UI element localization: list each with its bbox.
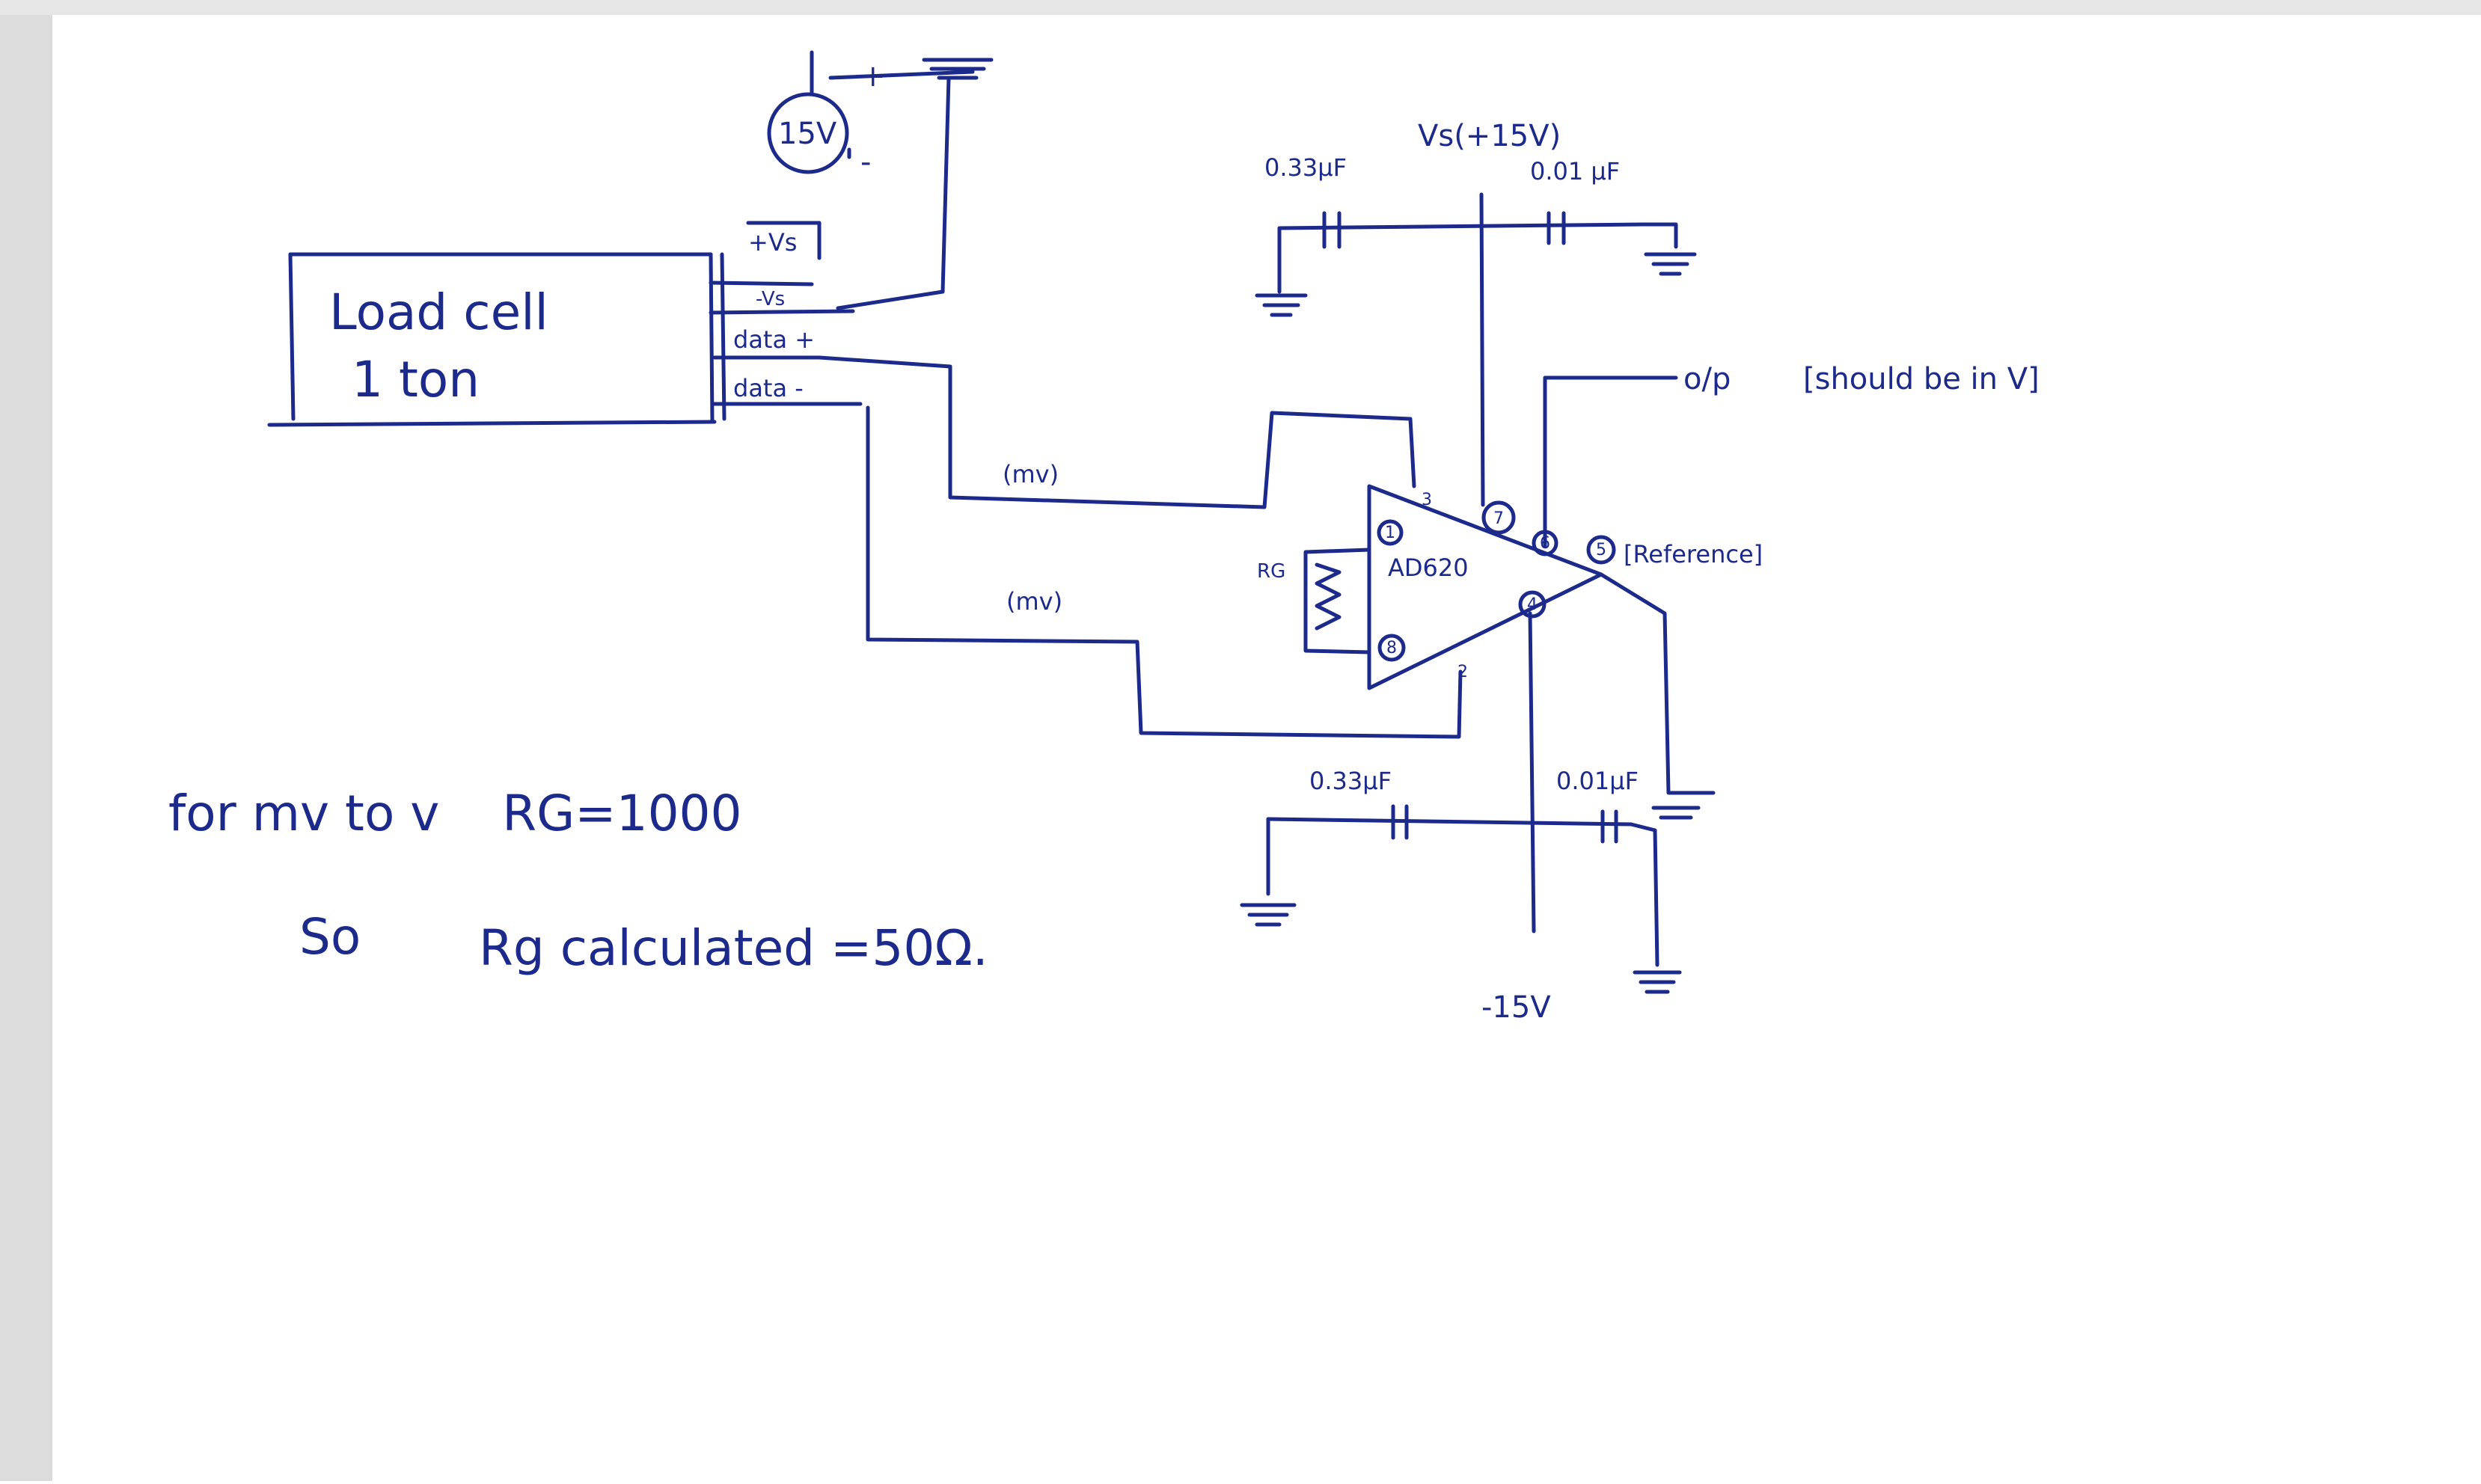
pin-label-data-neg: data - bbox=[733, 374, 804, 402]
battery-label: 15V bbox=[778, 117, 837, 151]
paper-top-shadow bbox=[0, 0, 2481, 15]
ground-icon-top-right bbox=[1644, 252, 1697, 276]
cap-label-bottom-right: 0.01µF bbox=[1556, 767, 1639, 795]
pin-circle-4 bbox=[1518, 590, 1547, 619]
cap-label-top-left: 0.33µF bbox=[1264, 153, 1347, 182]
rg-label: RG bbox=[1257, 560, 1285, 583]
cap-label-bottom-left: 0.33µF bbox=[1309, 767, 1392, 795]
battery-minus-label: - bbox=[860, 145, 871, 180]
load-cell-subtitle: 1 ton bbox=[352, 351, 480, 408]
pin-label-2: 2 bbox=[1457, 663, 1468, 681]
rg-resistor bbox=[1303, 548, 1371, 654]
ground-icon-ref bbox=[1651, 806, 1701, 820]
signal-label-lower: (mv) bbox=[1006, 587, 1062, 616]
vs-neg-supply-wire bbox=[1528, 611, 1536, 933]
capacitor-icon-top-right bbox=[1547, 211, 1566, 245]
capacitor-icon-bottom-right bbox=[1600, 809, 1618, 844]
cap-label-top-right: 0.01 µF bbox=[1530, 157, 1620, 186]
top-right-cap-drop bbox=[1640, 222, 1678, 249]
bottom-supply-rail bbox=[1266, 817, 1633, 827]
pin-label-6: 6 bbox=[1540, 534, 1550, 553]
pin-label-3: 3 bbox=[1422, 491, 1432, 509]
vs-neg-line bbox=[709, 280, 814, 286]
amp-name: AD620 bbox=[1388, 554, 1469, 582]
signal-wire-plus bbox=[817, 355, 1416, 509]
pin-label-7: 7 bbox=[1493, 509, 1504, 528]
signal-label-upper: (mv) bbox=[1003, 460, 1059, 488]
load-cell-title: Load cell bbox=[329, 283, 548, 341]
battery-minus-wire bbox=[836, 76, 951, 310]
pin-circle-1 bbox=[1377, 519, 1404, 546]
capacitor-icon-bottom-left bbox=[1391, 804, 1409, 840]
pin-label-vs-pos: +Vs bbox=[748, 228, 797, 257]
pin-label-vs-neg: -Vs bbox=[756, 288, 785, 310]
ad620-amplifier bbox=[1367, 484, 1603, 690]
pin-label-8: 8 bbox=[1386, 639, 1397, 657]
vs-pos-wire bbox=[1479, 192, 1485, 507]
pin-label-5: 5 bbox=[1596, 541, 1606, 559]
battery-circle bbox=[767, 92, 849, 174]
ground-icon bbox=[922, 58, 994, 80]
reference-wire bbox=[1599, 572, 1716, 795]
vs-neg-label: -15V bbox=[1481, 990, 1551, 1025]
pin-circle-5 bbox=[1586, 535, 1616, 565]
ground-icon-bottom-left bbox=[1240, 903, 1297, 927]
ground-icon-top-left bbox=[1255, 293, 1308, 317]
pin-circle-7 bbox=[1481, 500, 1516, 535]
pin-circle-6 bbox=[1532, 530, 1558, 556]
signal-wire-minus bbox=[866, 405, 1463, 739]
pin-label-data-pos: data + bbox=[733, 325, 815, 354]
reference-label: [Reference] bbox=[1624, 540, 1763, 568]
output-note: [should be in V] bbox=[1803, 362, 2040, 396]
pin-label-4: 4 bbox=[1527, 595, 1538, 614]
paper-edge-shadow bbox=[0, 0, 52, 1481]
vs-pos-label: Vs(+15V) bbox=[1418, 119, 1561, 153]
output-label: o/p bbox=[1683, 362, 1731, 396]
output-wire bbox=[1543, 375, 1678, 548]
battery-plus-label: + bbox=[860, 59, 886, 93]
note-line-2-prefix: So bbox=[299, 908, 361, 966]
note-line-1: for mv to v RG=1000 bbox=[168, 785, 742, 842]
bottom-right-cap-drop bbox=[1629, 822, 1659, 967]
vs-neg-wire bbox=[709, 309, 855, 315]
battery-plus-wire bbox=[828, 70, 975, 80]
battery bbox=[767, 50, 851, 174]
note-line-2: Rg calculated =50Ω. bbox=[479, 919, 988, 977]
pin-circle-8 bbox=[1377, 634, 1406, 662]
capacitor-icon-top-left bbox=[1322, 211, 1342, 249]
ground-icon-bottom-right bbox=[1633, 970, 1682, 994]
pin-label-1: 1 bbox=[1385, 524, 1395, 542]
